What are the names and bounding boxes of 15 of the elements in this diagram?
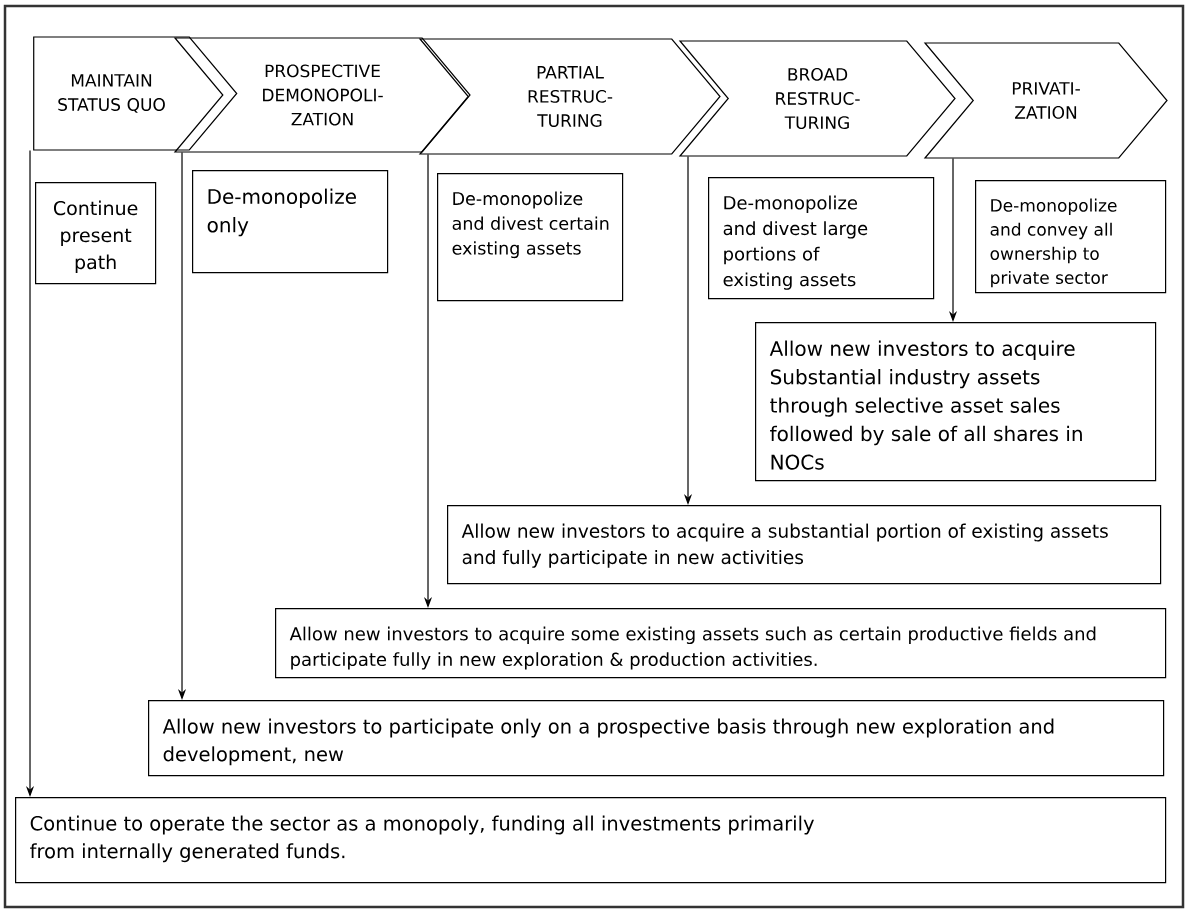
text-box: De-monopolize and convey all ownership to private sector [975,180,1167,294]
stage-banner: PARTIAL RESTRUC- TURING [418,38,721,155]
stage-banner: MAINTAIN STATUS QUO [33,36,238,151]
text-box: Continue to operate the sector as a monopoly, funding all investments primarily from internally generated funds. [15,797,1167,884]
text-box: Allow new investors to acquire Substantial industry assets through selective asset sales followed by sale of all shares in NOCs [755,322,1157,482]
text-box: Allow new investors to acquire some existing assets such as certain productive fields and participate fully in new exploration & production activities. [275,608,1167,679]
text-box: Allow new investors to participate only on a prospective basis through new exploration and development, new [148,700,1165,777]
text-box: De-monopolize only [192,170,389,274]
text-box: Allow new investors to acquire a substantial portion of existing assets and fully participate in new activities [447,505,1162,585]
stage-banner: PROSPECTIVE DEMONOPOLI- ZATION [173,37,471,153]
text-box: De-monopolize and divest large portions of existing assets [708,177,935,300]
text-box: De-monopolize and divest certain existing assets [437,173,624,302]
text-box: Continue present path [35,182,157,285]
stage-banner: BROAD RESTRUC- TURING [678,40,956,157]
stage-banner: PRIVATI- ZATION [923,42,1168,159]
